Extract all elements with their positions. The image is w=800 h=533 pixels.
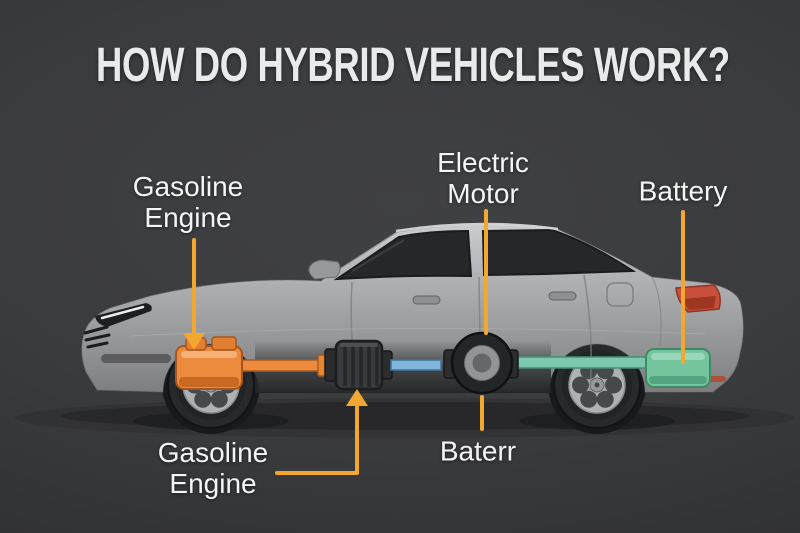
callout-electric-motor: Electric Motor [437, 147, 529, 209]
battery-pack [645, 348, 711, 388]
door-handle-rear [548, 291, 577, 301]
callout-lines [183, 209, 685, 475]
transmission [324, 339, 393, 391]
callout-arrow-gasoline-bottom-head [346, 389, 368, 406]
powertrain [175, 331, 711, 395]
battery-cable-teal [515, 356, 651, 369]
callout-label-line: Motor [447, 178, 519, 209]
callout-gasoline-engine-bottom: Gasoline Engine [158, 437, 269, 499]
window-reflection [351, 239, 405, 272]
callout-label-line: Gasoline [132, 171, 244, 202]
electric-motor-unit [443, 331, 519, 395]
gasoline-engine-block [175, 336, 243, 390]
fog-light-slot [101, 354, 171, 363]
fuel-door [606, 282, 634, 307]
roof-highlight [395, 222, 559, 233]
trunk-seam [651, 276, 662, 346]
motor-drive-shaft-blue [390, 359, 442, 371]
callout-baterr: Baterr [440, 436, 516, 467]
headlight-streak [100, 305, 145, 320]
front-window [333, 229, 473, 281]
callout-label-line: Electric [437, 147, 529, 178]
callout-label-line: Battery [638, 175, 728, 207]
callout-arrow-gasoline-top-head [183, 333, 205, 350]
rear-window [481, 228, 637, 277]
body-crease [129, 327, 706, 337]
side-mirror [308, 259, 341, 280]
callout-label-line: Baterr [439, 435, 517, 467]
ground-shadow [15, 398, 795, 438]
infographic-title: HOW DO HYBRID VEHICLES WORK? [96, 39, 730, 92]
door-handle-front [412, 295, 441, 305]
taillight-lower [681, 296, 716, 310]
callout-arrow-gasoline-bottom-line [275, 402, 359, 475]
front-grille [83, 325, 111, 349]
callout-label-line: Engine [144, 202, 232, 233]
callout-gasoline-engine-top: Gasoline Engine [133, 171, 244, 233]
engine-drive-shaft [239, 359, 331, 372]
callout-label-line: Gasoline [157, 437, 269, 468]
callout-battery: Battery [639, 176, 728, 207]
callout-label-line: Engine [169, 468, 257, 499]
